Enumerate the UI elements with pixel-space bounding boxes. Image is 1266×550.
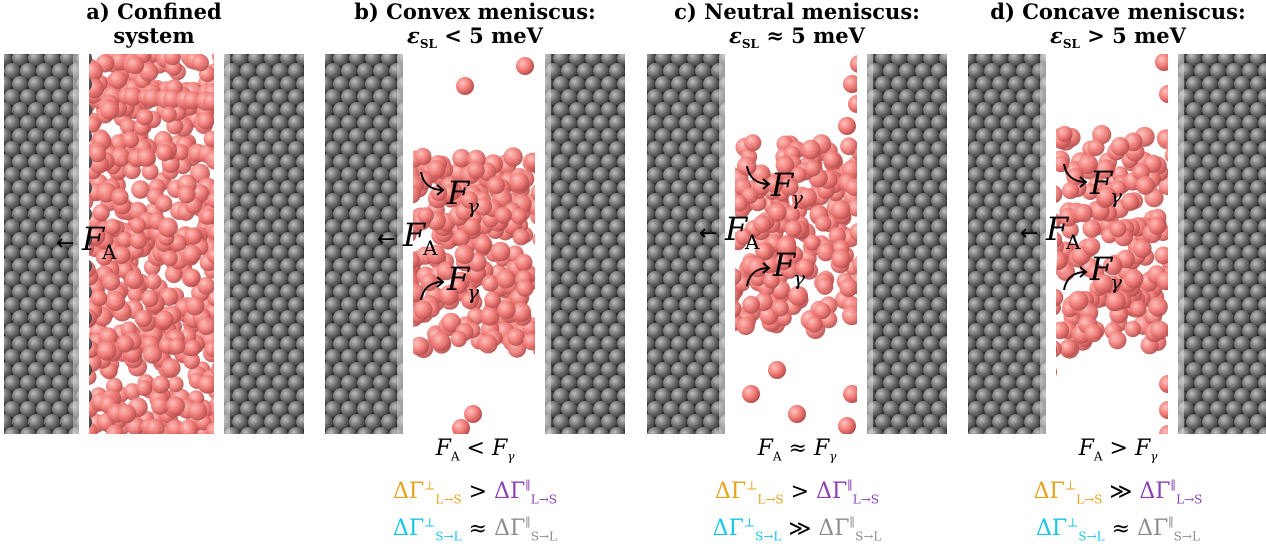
svg-text:A: A — [101, 240, 117, 264]
panel-b-title-line2: εSL < 5 meV — [407, 23, 543, 52]
svg-text:γ: γ — [1110, 270, 1122, 294]
solid-wall — [325, 54, 413, 434]
panel-c-adsorption-relation: ΔΓ⊥L→S > ΔΓ∥L→S — [714, 479, 880, 507]
force-label-fg-top-c: Fγ — [770, 166, 803, 210]
force-label-fa-a: ← FA — [56, 220, 117, 264]
svg-text:A: A — [744, 230, 760, 254]
solid-wall — [4, 54, 92, 434]
force-label-fg-bottom-c: Fγ — [772, 246, 805, 290]
solid-wall — [535, 54, 625, 434]
force-label-fa-d: ← FA — [1020, 210, 1081, 254]
svg-text:F: F — [770, 166, 795, 204]
solid-wall — [214, 54, 304, 434]
svg-text:A: A — [1065, 230, 1081, 254]
panel-a-simulation-image: ← FA — [4, 54, 304, 434]
svg-text:F: F — [446, 174, 471, 212]
panel-d-force-relation: FA > Fγ — [1078, 436, 1158, 464]
curl-arrow-top-c — [746, 165, 771, 190]
panel-d-adsorption-relation: ΔΓ⊥L→S ≫ ΔΓ∥L→S — [1033, 479, 1203, 507]
svg-text:F: F — [81, 220, 106, 258]
svg-text:γ: γ — [793, 266, 805, 290]
svg-text:γ: γ — [467, 194, 479, 218]
svg-text:γ: γ — [1110, 184, 1122, 208]
panel-b-adsorption-relation: ΔΓ⊥L→S > ΔΓ∥L→S — [392, 479, 558, 507]
svg-text:γ: γ — [467, 280, 479, 304]
curl-arrow-bottom-c — [746, 262, 771, 287]
panel-c-title-line1: c) Neutral meniscus: — [674, 0, 920, 24]
curl-arrow-top-d — [1063, 163, 1088, 188]
panel-c-force-relation: FA ≈ Fγ — [757, 436, 837, 464]
svg-text:←: ← — [56, 231, 74, 256]
svg-text:←: ← — [1020, 221, 1038, 246]
svg-text:F: F — [1089, 250, 1114, 288]
panel-a-title-line1: a) Confined — [86, 0, 222, 24]
solid-wall — [647, 54, 735, 434]
force-label-fg-top-d: Fγ — [1089, 164, 1122, 208]
svg-text:γ: γ — [791, 186, 803, 210]
panel-c-title-line2: εSL ≈ 5 meV — [729, 23, 865, 52]
panel-d-desorption-relation: ΔΓ⊥S→L ≈ ΔΓ∥S→L — [1035, 516, 1201, 544]
svg-text:F: F — [772, 246, 797, 284]
panel-b-title: b) Convex meniscus: εSL < 5 meV — [325, 0, 625, 56]
solid-wall — [857, 54, 947, 434]
liquid-particles — [1042, 125, 1188, 359]
panel-d-title: d) Concave meniscus: εSL > 5 meV — [968, 0, 1266, 56]
svg-text:F: F — [724, 210, 749, 248]
panel-d-title-line1: d) Concave meniscus: — [990, 0, 1246, 24]
svg-text:F: F — [402, 216, 427, 254]
panel-b-desorption-relation: ΔΓ⊥S→L ≈ ΔΓ∥S→L — [392, 516, 558, 544]
force-label-fa-c: ← FA — [699, 210, 760, 254]
solid-wall — [968, 54, 1056, 434]
curl-arrow-top-b — [420, 171, 445, 196]
panel-c-title: c) Neutral meniscus: εSL ≈ 5 meV — [647, 0, 947, 56]
force-label-fg-bottom-b: Fγ — [446, 260, 479, 304]
solid-wall — [1168, 54, 1266, 434]
panel-d-title-line2: εSL > 5 meV — [1050, 23, 1186, 52]
panel-b-title-line1: b) Convex meniscus: — [354, 0, 596, 24]
force-label-fa-b: ← FA — [377, 216, 438, 260]
svg-text:F: F — [1089, 164, 1114, 202]
svg-text:A: A — [422, 236, 438, 260]
force-label-fg-bottom-d: Fγ — [1089, 250, 1122, 294]
panel-a-title-line2: system — [113, 23, 195, 48]
curl-arrow-bottom-b — [420, 276, 445, 301]
curl-arrow-bottom-d — [1063, 266, 1088, 291]
svg-text:←: ← — [699, 221, 717, 246]
svg-text:←: ← — [377, 227, 395, 252]
svg-text:F: F — [446, 260, 471, 298]
panel-b-force-relation: FA < Fγ — [435, 436, 515, 464]
force-label-fg-top-b: Fγ — [446, 174, 479, 218]
vapor-particles — [452, 57, 534, 434]
panel-c-desorption-relation: ΔΓ⊥S→L ≫ ΔΓ∥S→L — [712, 516, 882, 544]
liquid-particles — [74, 54, 232, 434]
panel-a-title: a) Confined system — [4, 0, 304, 48]
svg-text:F: F — [1045, 210, 1070, 248]
